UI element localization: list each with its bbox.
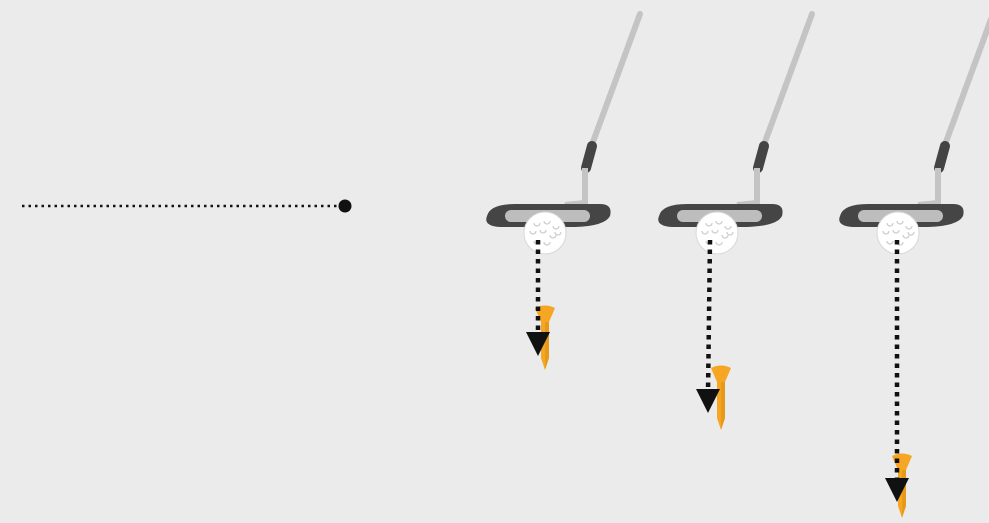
putter-grip (758, 146, 764, 168)
putter-grip (939, 146, 945, 168)
reference-line-end-dot (339, 200, 352, 213)
putter-grip (586, 146, 592, 168)
